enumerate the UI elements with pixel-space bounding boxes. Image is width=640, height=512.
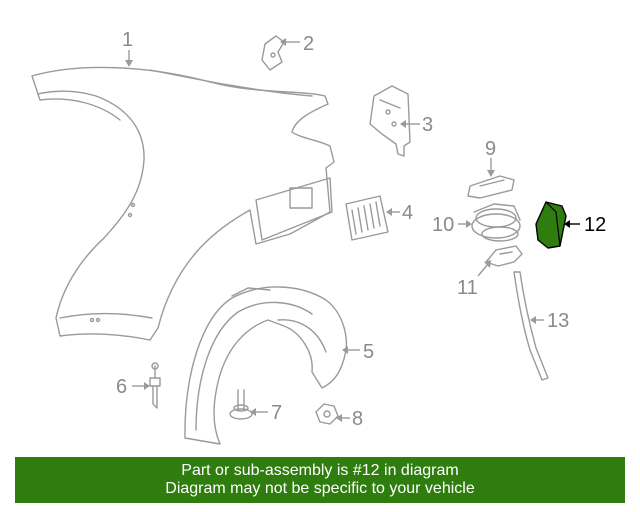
bolt-part-7[interactable]	[229, 389, 253, 420]
drain-hose-part-13[interactable]	[513, 271, 549, 381]
filler-housing-part-10[interactable]	[471, 203, 521, 242]
bracket-part-2[interactable]	[261, 35, 285, 71]
info-banner: Part or sub-assembly is #12 in diagram D…	[15, 457, 625, 503]
callout-3: 3	[422, 114, 433, 136]
leader-lines	[125, 38, 580, 422]
callout-1: 1	[122, 29, 133, 51]
callout-7: 7	[271, 402, 282, 424]
callout-10: 10	[432, 214, 454, 236]
callout-6: 6	[116, 376, 127, 398]
nut-part-8[interactable]	[315, 403, 339, 425]
clip-part-6[interactable]	[149, 362, 161, 409]
seal-part-9[interactable]	[467, 175, 515, 199]
callout-12: 12	[584, 214, 606, 236]
banner-line-1: Part or sub-assembly is #12 in diagram	[181, 462, 459, 479]
vent-grille-part-4[interactable]	[345, 195, 389, 241]
banner-line-2: Diagram may not be specific to your vehi…	[165, 480, 475, 497]
quarter-panel-part-1[interactable]	[31, 66, 335, 341]
callout-8: 8	[352, 408, 363, 430]
wheelhouse-liner-part-5[interactable]	[184, 286, 348, 445]
callout-2: 2	[303, 33, 314, 55]
callout-4: 4	[402, 202, 413, 224]
brace-part-3[interactable]	[369, 85, 411, 157]
parts-diagram: 1 2 3 4 5 6 7 8 9 10 11 12 13	[31, 29, 606, 445]
callout-13: 13	[547, 310, 569, 332]
fuel-door-part-12[interactable]	[535, 201, 567, 249]
callout-5: 5	[363, 341, 374, 363]
bracket-part-11[interactable]	[485, 245, 523, 267]
callout-9: 9	[485, 138, 496, 160]
callout-11: 11	[457, 277, 478, 299]
